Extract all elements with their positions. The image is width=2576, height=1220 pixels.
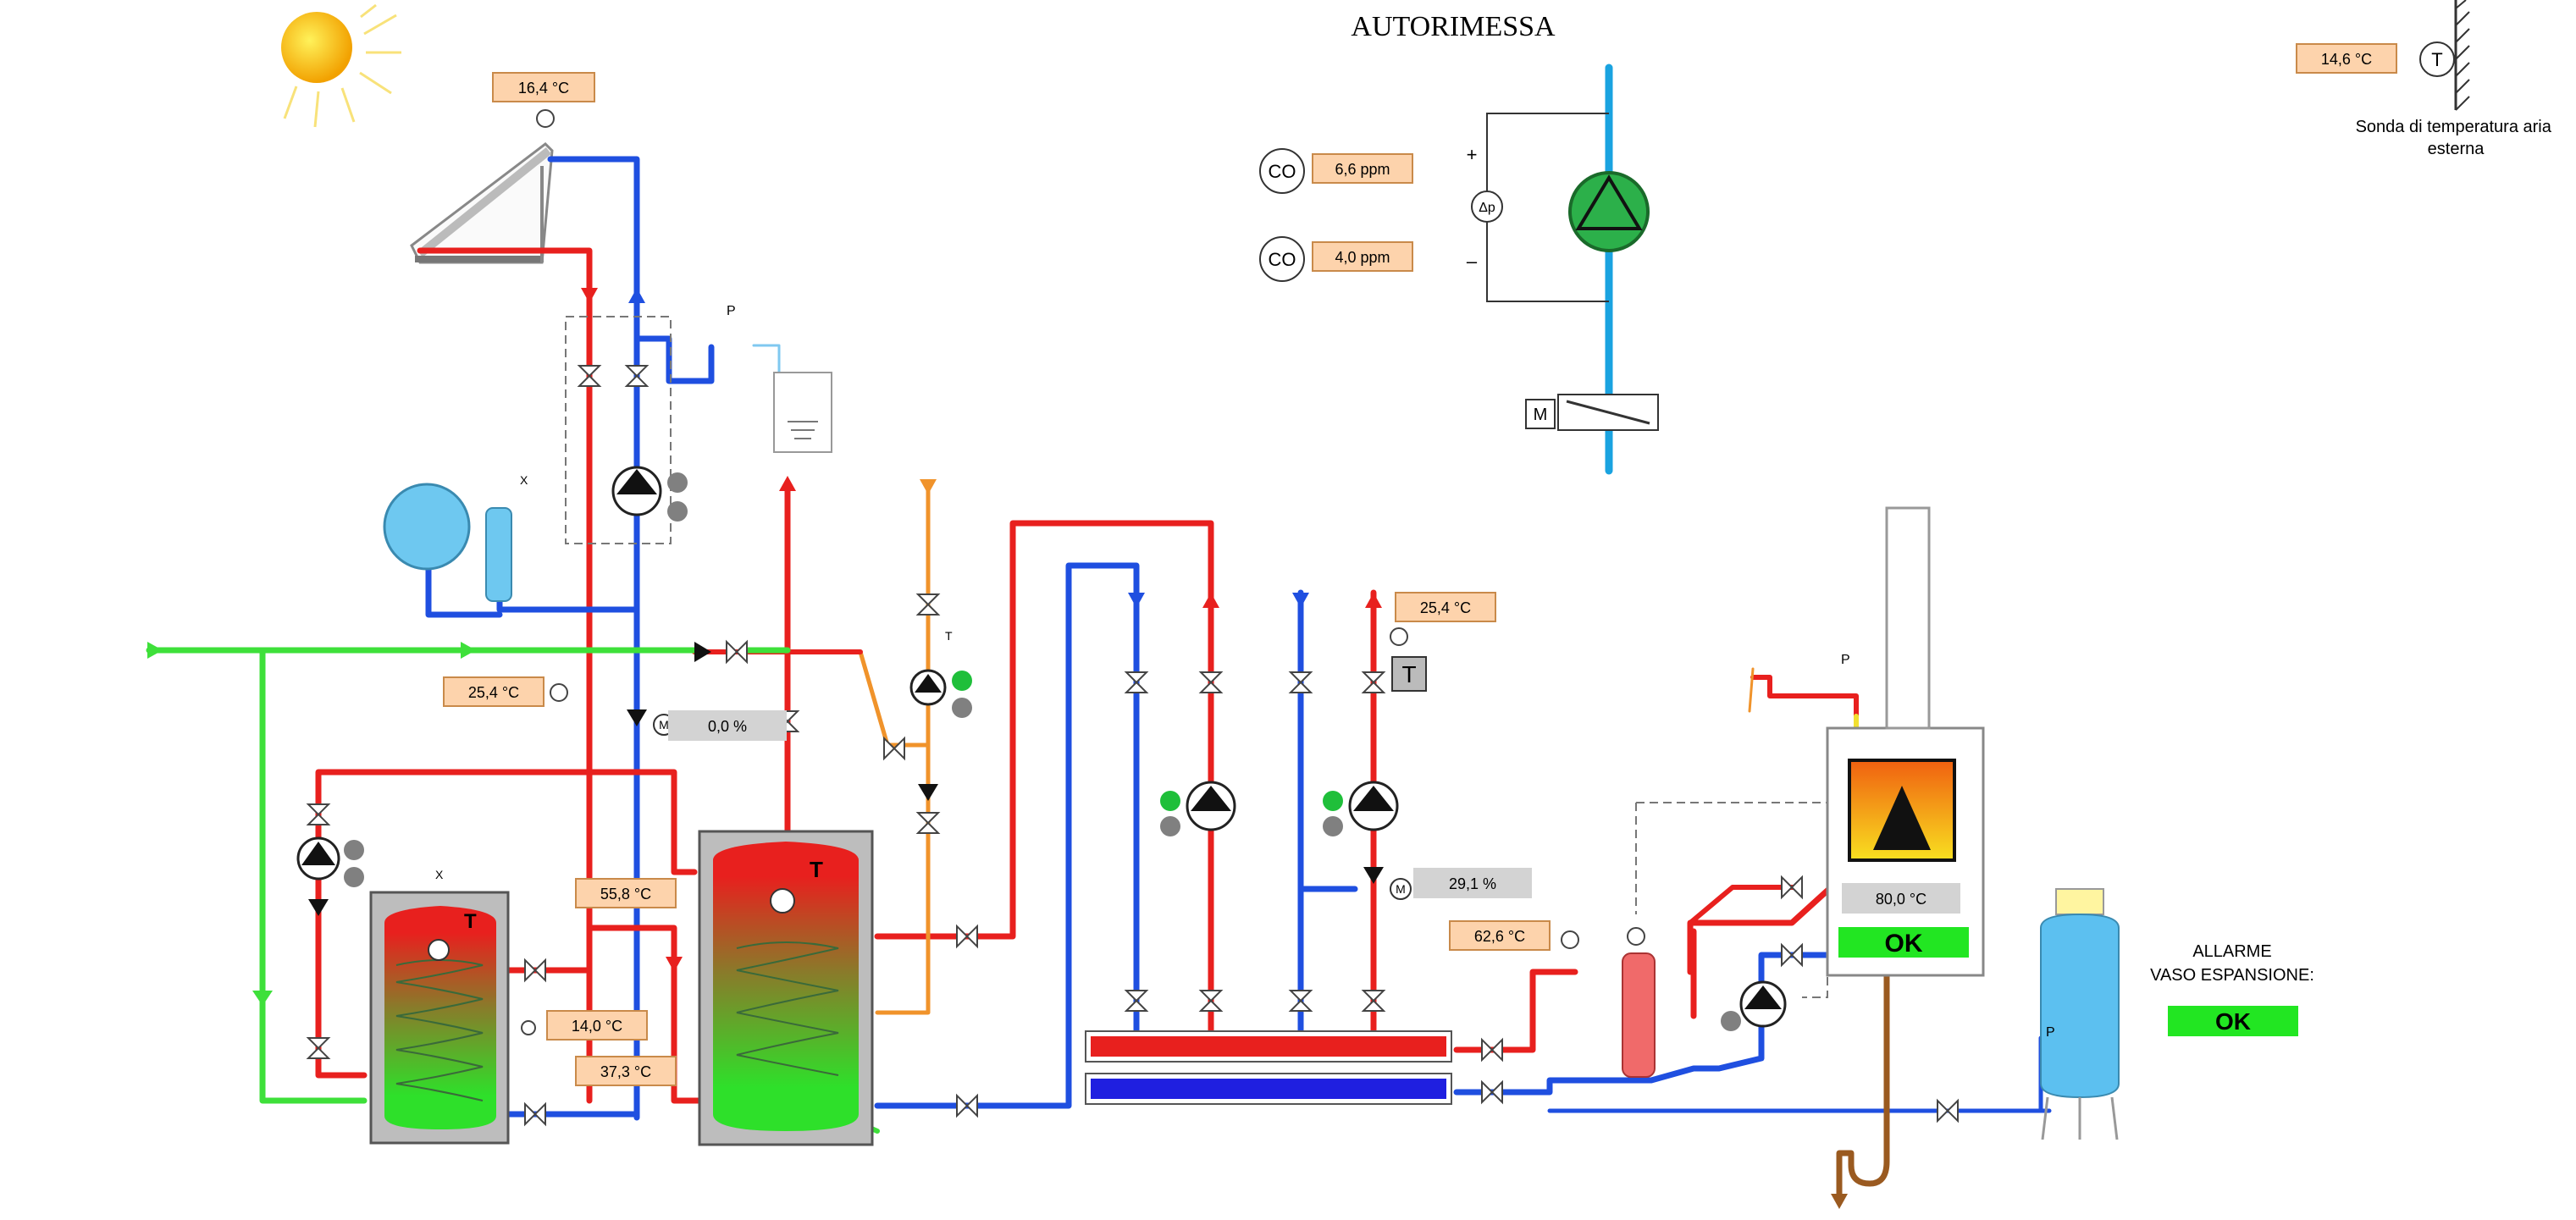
- drain-tank: [773, 372, 832, 453]
- heating-circuit-temp-value: 25,4 °C: [1420, 599, 1471, 616]
- damper-motor-icon: [1525, 399, 1556, 429]
- tank-small-top-temp-value: 55,8 °C: [600, 886, 651, 903]
- sun-icon: [281, 3, 401, 128]
- tank-small-mid-temp-value: 14,0 °C: [572, 1018, 622, 1035]
- outdoor-temp-value: 14,6 °C: [2321, 51, 2372, 68]
- outdoor-probe: T: [2419, 0, 2470, 111]
- tank-small-sensor-label: T: [464, 910, 477, 933]
- hydraulic-separator: [1622, 952, 1656, 1078]
- expansion-vessel-left: [383, 483, 512, 602]
- co-1-value: 6,6 ppm: [1335, 161, 1390, 178]
- temperature-sensor-icons: [521, 109, 1645, 1035]
- tank-small-mid-temp-badge[interactable]: 14,0 °C: [546, 1010, 648, 1041]
- alarm-subtitle: VASO ESPANSIONE:: [2150, 966, 2314, 985]
- thermostat-label: T: [1401, 661, 1416, 687]
- co-sensor-1-label: CO: [1269, 161, 1296, 182]
- co-sensor-2-label: CO: [1269, 249, 1296, 270]
- co-sensor-2-icon: [1259, 236, 1305, 282]
- hot-manifold: [1085, 1030, 1452, 1063]
- recirc-sensor-label: T: [945, 629, 953, 643]
- alarm-title: ALLARME: [2192, 942, 2271, 961]
- motor-label: M: [659, 718, 669, 731]
- mixing-valve-1-value: 0,0 %: [708, 718, 747, 735]
- recirc-pump: [909, 669, 947, 706]
- garage-controls: Δp + – M CO CO: [1259, 113, 1659, 431]
- boiler-flow-temp-value: 62,6 °C: [1474, 928, 1525, 945]
- boiler-flow-temp-badge[interactable]: 62,6 °C: [1449, 920, 1551, 951]
- motor-label: M: [1396, 882, 1406, 896]
- left-return-temp-badge[interactable]: 25,4 °C: [443, 676, 544, 707]
- circuit-2-pump: [1348, 781, 1399, 831]
- check-valve-dhw: [308, 899, 329, 916]
- solar-pump: [611, 466, 662, 516]
- solar-collector-temp-badge[interactable]: 16,4 °C: [492, 72, 595, 102]
- mixing-valve-1: [627, 709, 647, 726]
- boiler-temp-badge[interactable]: 80,0 °C: [1842, 883, 1960, 914]
- valves: [306, 365, 1959, 1127]
- motor-icon: [1390, 878, 1412, 900]
- tank-small-bottom-temp-badge[interactable]: 37,3 °C: [575, 1056, 677, 1086]
- solar-collector-temp-value: 16,4 °C: [518, 80, 569, 97]
- air-vent-label: X: [520, 473, 528, 487]
- check-valve: [694, 642, 711, 662]
- tank-small-top-temp-badge[interactable]: 55,8 °C: [575, 878, 677, 908]
- outdoor-probe-caption: Sonda di temperatura aria esterna: [2356, 118, 2557, 158]
- page-title: AUTORIMESSA: [1351, 11, 1556, 42]
- boiler-temp-value: 80,0 °C: [1876, 891, 1926, 908]
- pressure-switch-icon: [1471, 190, 1503, 223]
- tank-large-sensor-label: T: [810, 857, 823, 882]
- mixing-valve-2-value: 29,1 %: [1449, 875, 1496, 892]
- thermostat-icon: [1391, 656, 1427, 692]
- solar-collector: [410, 142, 554, 264]
- boiler-pump: [1739, 980, 1787, 1028]
- tank-small-bottom-temp-value: 37,3 °C: [600, 1063, 651, 1080]
- heating-circuit-temp-badge[interactable]: 25,4 °C: [1395, 592, 1496, 622]
- dhw-pump: [296, 836, 340, 880]
- boiler-gauge-label: P: [1841, 653, 1850, 667]
- mixing-valve-1-badge[interactable]: 0,0 %: [668, 710, 787, 741]
- flow-arrows: [147, 288, 1848, 1209]
- circuit-1-pump: [1186, 781, 1236, 831]
- co-sensor-1-icon: [1259, 148, 1305, 194]
- dp-label: Δp: [1479, 201, 1495, 215]
- tank-vent-label: X: [435, 868, 444, 881]
- flame-icon: [1873, 786, 1931, 850]
- garage-fan: [1568, 171, 1650, 252]
- expansion-alarm-status[interactable]: OK: [2168, 1006, 2298, 1036]
- outdoor-sensor-icon: [2419, 41, 2455, 77]
- plus-label: +: [1467, 144, 1478, 165]
- mixing-valve-2-badge[interactable]: 29,1 %: [1413, 868, 1532, 898]
- minus-label: –: [1467, 251, 1478, 272]
- co-1-badge[interactable]: 6,6 ppm: [1312, 153, 1413, 184]
- mixing-valve-2: [1363, 867, 1384, 884]
- sensor-badges: 16,4 °C 14,6 °C 6,6 ppm 4,0 ppm 25,4 °C …: [443, 43, 2397, 1086]
- outdoor-sensor-label: T: [2431, 49, 2442, 70]
- check-valve-recirc: [918, 784, 938, 801]
- expansion-alarm-status-value: OK: [2215, 1008, 2251, 1035]
- vessel-gauge-label: P: [2046, 1025, 2055, 1040]
- status-lamps: [344, 472, 1741, 1031]
- chimney: [1885, 506, 1931, 730]
- co-2-value: 4,0 ppm: [1335, 249, 1390, 266]
- cold-manifold: [1085, 1073, 1452, 1105]
- co-2-badge[interactable]: 4,0 ppm: [1312, 241, 1413, 272]
- small-storage-tank: [369, 891, 510, 1145]
- damper-motor-label: M: [1534, 406, 1548, 424]
- large-storage-tank: [698, 830, 874, 1146]
- left-return-temp-value: 25,4 °C: [468, 684, 519, 701]
- pressure-gauge-label: P: [727, 304, 736, 318]
- boiler-status-value: OK: [1885, 930, 1923, 958]
- boiler-status-badge[interactable]: OK: [1837, 925, 1971, 959]
- outdoor-temp-badge[interactable]: 14,6 °C: [2296, 43, 2397, 74]
- expansion-vessel-right: [2040, 888, 2120, 1140]
